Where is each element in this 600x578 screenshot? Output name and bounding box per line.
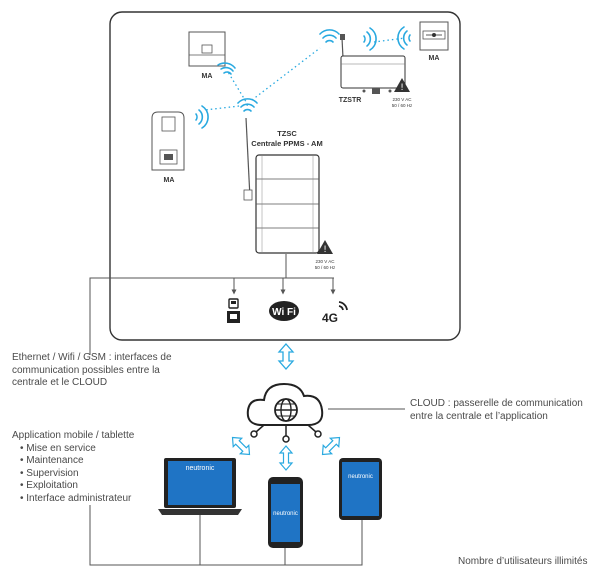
svg-text:!: ! xyxy=(323,245,327,255)
svg-text:4G: 4G xyxy=(322,311,338,325)
ma-left-label: MA xyxy=(164,177,175,184)
phone-device: neutronic xyxy=(268,477,303,548)
tzsc-voltage: 230 V AC xyxy=(315,259,335,264)
svg-text:neutronic: neutronic xyxy=(273,511,298,517)
feature-item: Exploitation xyxy=(20,480,134,493)
ma-right-label: MA xyxy=(429,55,440,62)
cloud-annotation: CLOUD : passerelle de communication entr… xyxy=(410,398,583,422)
link-arrow-cloud-phone xyxy=(278,445,294,471)
app-title: Application mobile / tablette xyxy=(12,430,135,441)
warning-icon: ! xyxy=(317,240,333,255)
tzsc-label-line2: Centrale PPMS - AM xyxy=(251,139,322,148)
cloud-icon xyxy=(246,382,324,443)
laptop-device: neutronic xyxy=(158,458,242,515)
tzsc-label-line1: TZSC xyxy=(277,129,297,138)
tzstr-unit xyxy=(340,34,406,94)
feature-item: Interface administrateur xyxy=(20,493,134,506)
app-annotation: Application mobile / tablette Mise en se… xyxy=(12,430,134,505)
interfaces-annotation: Ethernet / Wifi / GSM : interfaces de co… xyxy=(12,352,172,388)
link-arrow-frame-cloud xyxy=(277,343,295,370)
svg-text:!: ! xyxy=(400,83,404,93)
ma-top-label: MA xyxy=(202,73,213,80)
svg-text:Wi Fi: Wi Fi xyxy=(272,307,296,318)
link-arrow-cloud-tablet xyxy=(321,436,341,456)
tzstr-frequency: 50 / 60 Hz xyxy=(392,103,413,108)
feature-item: Maintenance xyxy=(20,455,134,468)
connector-lines xyxy=(89,277,405,566)
ma-left-device xyxy=(151,111,185,171)
tablet-device: neutronic xyxy=(339,458,382,520)
feature-item: Mise en service xyxy=(20,443,134,456)
wifi-icon xyxy=(363,27,377,51)
4g-icon: 4G xyxy=(322,301,348,325)
interface-arrows xyxy=(231,254,336,295)
tzstr-label: TZSTR xyxy=(339,97,362,104)
svg-text:neutronic: neutronic xyxy=(348,474,373,480)
ma-top-device xyxy=(188,31,226,67)
tzstr-voltage: 230 V AC xyxy=(392,97,412,102)
tzsc-unit xyxy=(243,117,320,254)
ethernet-icon xyxy=(227,298,240,323)
warning-icon: ! xyxy=(394,78,410,93)
tzsc-frequency: 50 / 60 Hz xyxy=(315,265,336,270)
link-arrow-cloud-laptop xyxy=(231,436,251,456)
wifi-icon xyxy=(195,105,209,129)
users-note: Nombre d’utilisateurs illimités xyxy=(458,556,588,567)
feature-list: Mise en service Maintenance Supervision … xyxy=(12,443,134,506)
wifi-icon xyxy=(397,26,411,50)
wifi-icon xyxy=(217,62,236,75)
wifi-icon xyxy=(237,98,258,112)
system-frame xyxy=(109,11,461,341)
wifi-logo-icon: Wi Fi xyxy=(269,301,299,321)
svg-text:neutronic: neutronic xyxy=(186,465,215,472)
feature-item: Supervision xyxy=(20,468,134,481)
wifi-icon xyxy=(319,29,340,43)
ma-right-device xyxy=(419,21,449,51)
wireless-links xyxy=(204,37,406,111)
